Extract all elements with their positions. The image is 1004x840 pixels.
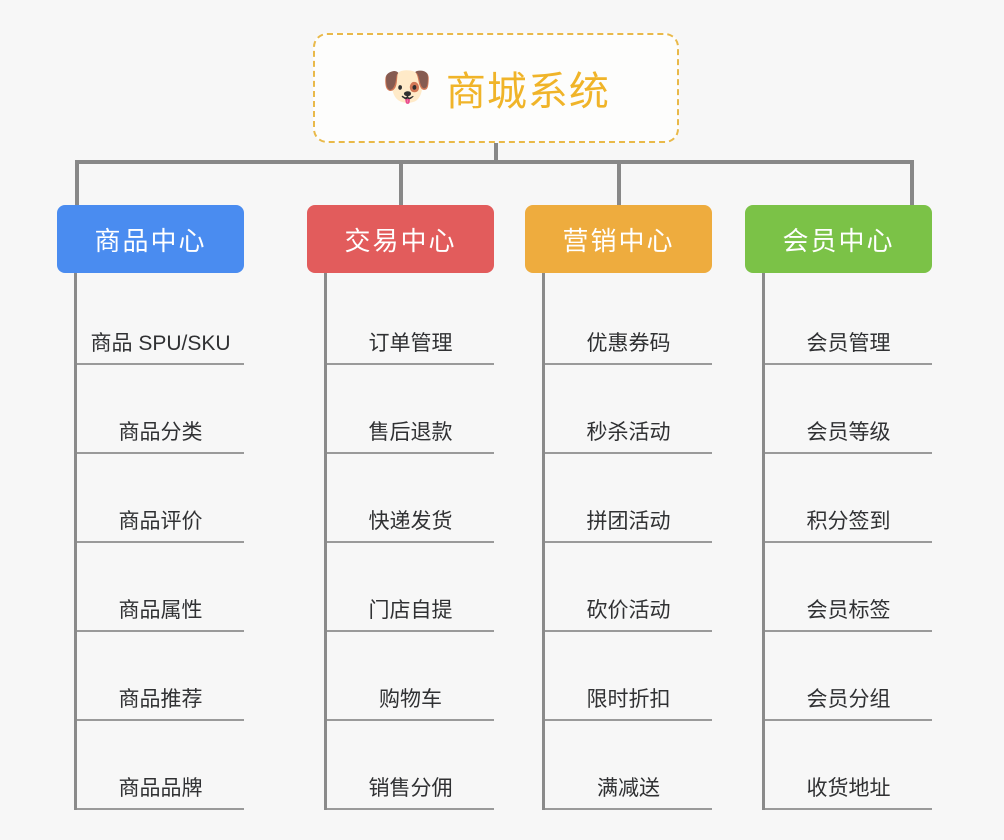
leaf-item-label: 商品推荐 <box>118 688 203 711</box>
category-header-trade-center[interactable]: 交易中心 <box>307 205 494 273</box>
leaf-item[interactable]: 会员等级 <box>765 365 932 454</box>
leaf-item-label: 积分签到 <box>806 510 891 533</box>
leaf-item-label: 会员管理 <box>806 332 891 355</box>
leaf-item-label: 商品品牌 <box>118 777 203 800</box>
leaf-item-label: 会员等级 <box>806 421 891 444</box>
leaf-item[interactable]: 会员分组 <box>765 632 932 721</box>
leaf-item[interactable]: 商品推荐 <box>77 632 244 721</box>
leaf-item[interactable]: 购物车 <box>327 632 494 721</box>
leaf-item[interactable]: 限时折扣 <box>545 632 712 721</box>
leaf-item-label: 满减送 <box>597 777 660 800</box>
leaf-item[interactable]: 积分签到 <box>765 454 932 543</box>
root-node[interactable]: 🐶 商城系统 <box>313 33 679 143</box>
connector-stub-trade-center <box>324 273 327 278</box>
leaf-item-label: 商品属性 <box>118 599 203 622</box>
leaf-item-label: 商品评价 <box>118 510 203 533</box>
category-header-label: 营销中心 <box>562 225 675 256</box>
dog-face-icon: 🐶 <box>382 65 432 109</box>
connector-root-stem <box>494 143 498 164</box>
leaf-item-label: 收货地址 <box>806 777 891 800</box>
category-header-label: 交易中心 <box>344 225 457 256</box>
connector-drop-marketing-center <box>616 160 621 205</box>
connector-stub-member-center <box>762 273 765 278</box>
category-header-member-center[interactable]: 会员中心 <box>745 205 932 273</box>
leaf-item[interactable]: 销售分佣 <box>327 721 494 810</box>
leaf-item[interactable]: 收货地址 <box>765 721 932 810</box>
leaf-item-label: 会员标签 <box>806 599 891 622</box>
leaf-item-label: 销售分佣 <box>368 777 453 800</box>
leaf-item-label: 砍价活动 <box>586 599 671 622</box>
connector-drop-product-center <box>75 160 79 205</box>
category-header-product-center[interactable]: 商品中心 <box>57 205 244 273</box>
category-header-label: 会员中心 <box>782 225 895 256</box>
leaf-item-label: 会员分组 <box>806 688 891 711</box>
connector-stub-product-center <box>74 273 77 278</box>
leaf-item-label: 限时折扣 <box>586 688 671 711</box>
connector-drop-trade-center <box>398 160 403 205</box>
connector-drop-member-center <box>910 160 914 205</box>
leaf-item-label: 快递发货 <box>368 510 453 533</box>
root-title: 商城系统 <box>445 70 610 114</box>
leaf-item-label: 门店自提 <box>368 599 453 622</box>
leaf-item-label: 拼团活动 <box>586 510 671 533</box>
leaf-column-member-center: 会员管理会员等级积分签到会员标签会员分组收货地址 <box>762 276 932 810</box>
leaf-item-label: 商品分类 <box>118 421 203 444</box>
leaf-item[interactable]: 砍价活动 <box>545 543 712 632</box>
leaf-column-marketing-center: 优惠券码秒杀活动拼团活动砍价活动限时折扣满减送 <box>542 276 712 810</box>
leaf-item[interactable]: 满减送 <box>545 721 712 810</box>
leaf-item-label: 优惠券码 <box>586 332 671 355</box>
leaf-item[interactable]: 商品分类 <box>77 365 244 454</box>
leaf-item[interactable]: 门店自提 <box>327 543 494 632</box>
leaf-item[interactable]: 秒杀活动 <box>545 365 712 454</box>
leaf-item-label: 售后退款 <box>368 421 453 444</box>
category-header-label: 商品中心 <box>94 225 207 256</box>
leaf-item[interactable]: 快递发货 <box>327 454 494 543</box>
leaf-item[interactable]: 会员管理 <box>765 276 932 365</box>
leaf-column-product-center: 商品 SPU/SKU 商品分类商品评价商品属性商品推荐商品品牌 <box>74 276 244 810</box>
connector-stub-marketing-center <box>542 273 545 278</box>
leaf-item[interactable]: 商品属性 <box>77 543 244 632</box>
leaf-column-trade-center: 订单管理售后退款快递发货门店自提购物车销售分佣 <box>324 276 494 810</box>
leaf-item-label: 购物车 <box>379 688 442 711</box>
leaf-item[interactable]: 商品评价 <box>77 454 244 543</box>
connector-horizontal-bus <box>77 160 912 164</box>
leaf-item[interactable]: 订单管理 <box>327 276 494 365</box>
leaf-item[interactable]: 拼团活动 <box>545 454 712 543</box>
leaf-item[interactable]: 售后退款 <box>327 365 494 454</box>
leaf-item-label: 商品 SPU/SKU <box>90 332 231 355</box>
leaf-item[interactable]: 商品 SPU/SKU <box>77 276 244 365</box>
leaf-item[interactable]: 商品品牌 <box>77 721 244 810</box>
leaf-item-label: 订单管理 <box>368 332 453 355</box>
leaf-item-label: 秒杀活动 <box>586 421 671 444</box>
leaf-item[interactable]: 会员标签 <box>765 543 932 632</box>
leaf-item[interactable]: 优惠券码 <box>545 276 712 365</box>
category-header-marketing-center[interactable]: 营销中心 <box>525 205 712 273</box>
